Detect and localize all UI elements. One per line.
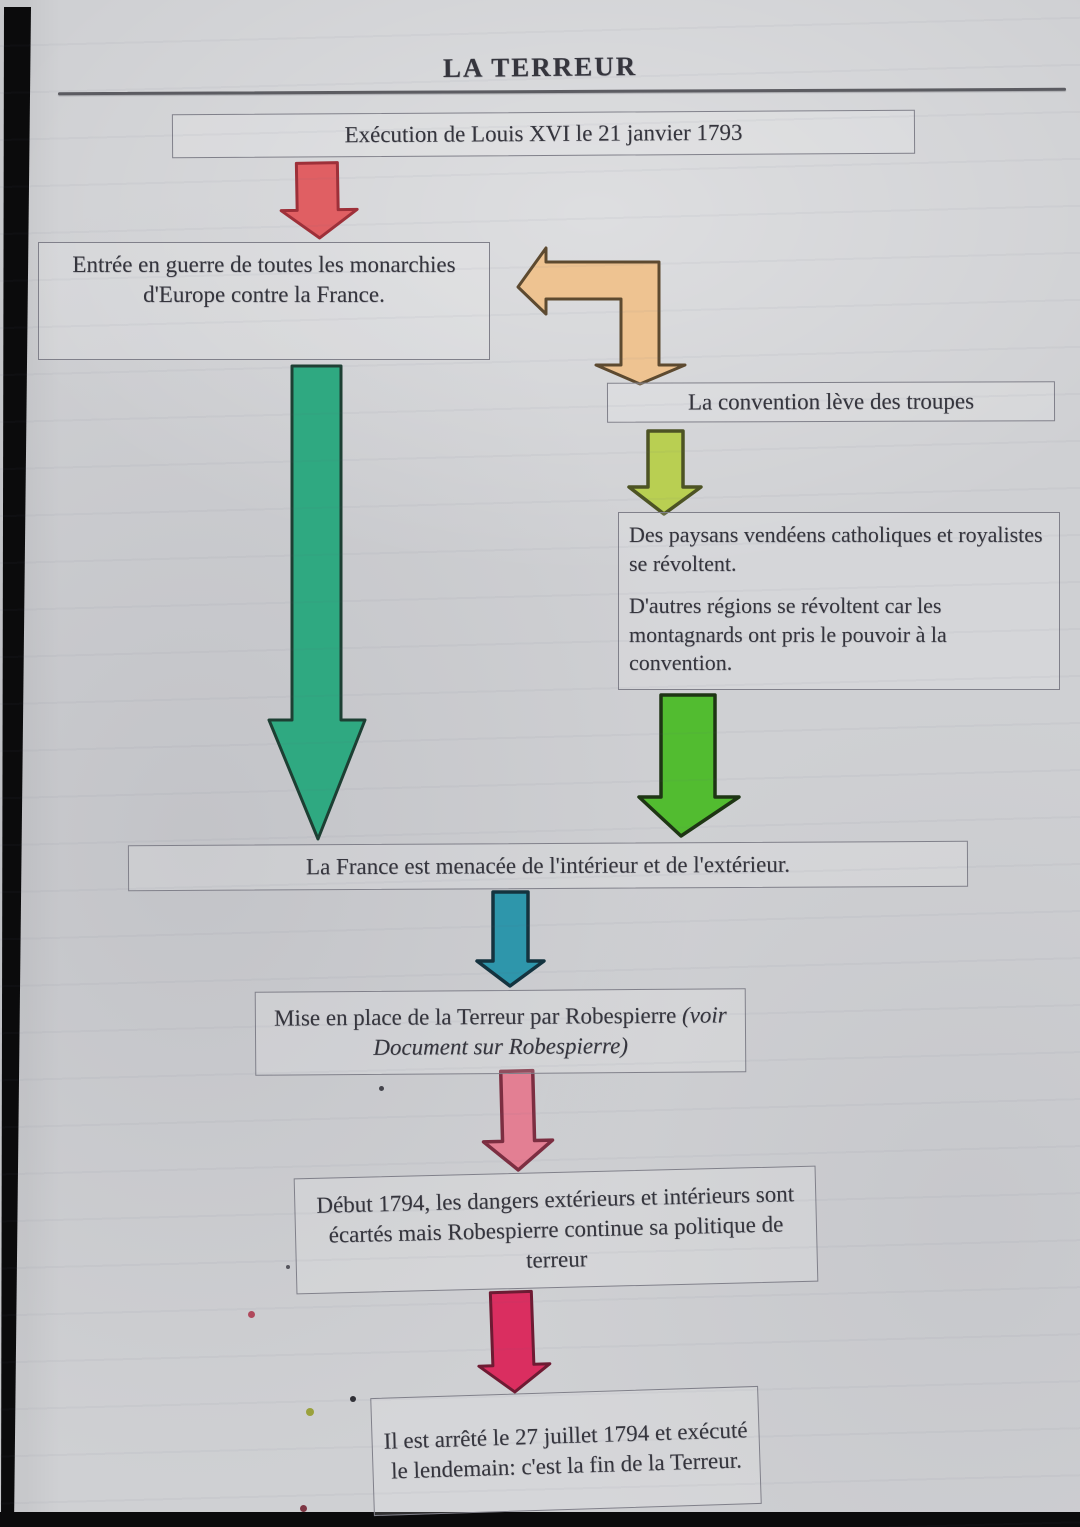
box-mise-en-place-terreur: Mise en place de la Terreur par Robespie… (254, 988, 747, 1076)
box-revoltes-paragraph-2: D'autres régions se révoltent car les mo… (629, 593, 947, 676)
arrow-down-green-icon (637, 693, 741, 838)
box-execution-louis-xvi: Exécution de Louis XVI le 21 janvier 179… (171, 109, 916, 159)
box-revoltes: Des paysans vendéens catholiques et roya… (618, 512, 1060, 690)
box-terreur-text: Mise en place de la Terreur par Robespie… (262, 1000, 739, 1063)
arrow-down-yellowgreen-icon (627, 429, 703, 516)
paper-speck (306, 1408, 314, 1416)
box-terreur-main-text: Mise en place de la Terreur par Robespie… (273, 1002, 677, 1031)
box-arrestation: Il est arrêté le 27 juillet 1794 et exéc… (370, 1385, 762, 1517)
scan-edge-left (1, 7, 31, 1527)
box-debut-1794-text: Début 1794, les dangers extérieurs et in… (316, 1181, 795, 1273)
box-arrestation-text: Il est arrêté le 27 juillet 1794 et exéc… (383, 1417, 748, 1484)
arrow-down-blue-icon (475, 890, 546, 988)
arrow-down-magenta-icon (477, 1289, 552, 1394)
box-guerre-monarchies: Entrée en guerre de toutes les monarchie… (38, 242, 490, 360)
box-france-menacee: La France est menacée de l'intérieur et … (127, 840, 969, 892)
arrow-down-pink-icon (481, 1068, 555, 1172)
paper-speck (286, 1265, 290, 1269)
paper-speck (300, 1505, 307, 1512)
box-guerre-text: Entrée en guerre de toutes les monarchie… (72, 252, 456, 307)
paper-speck (379, 1086, 384, 1091)
paper-speck (350, 1396, 356, 1402)
box-debut-1794: Début 1794, les dangers extérieurs et in… (293, 1165, 819, 1295)
box-france-menacee-text: La France est menacée de l'intérieur et … (305, 851, 791, 880)
box-revoltes-paragraph-1: Des paysans vendéens catholiques et roya… (629, 522, 1043, 576)
box-execution-text: Exécution de Louis XVI le 21 janvier 179… (344, 119, 743, 148)
box-convention-troupes: La convention lève des troupes (606, 381, 1056, 423)
box-convention-text: La convention lève des troupes (687, 388, 975, 415)
arrow-down-red-icon (279, 161, 359, 240)
arrow-elbow-orange-icon (516, 246, 687, 386)
arrow-down-teal-icon (267, 364, 367, 841)
scan-edge-bottom (0, 1512, 1080, 1527)
paper-speck (248, 1311, 255, 1318)
